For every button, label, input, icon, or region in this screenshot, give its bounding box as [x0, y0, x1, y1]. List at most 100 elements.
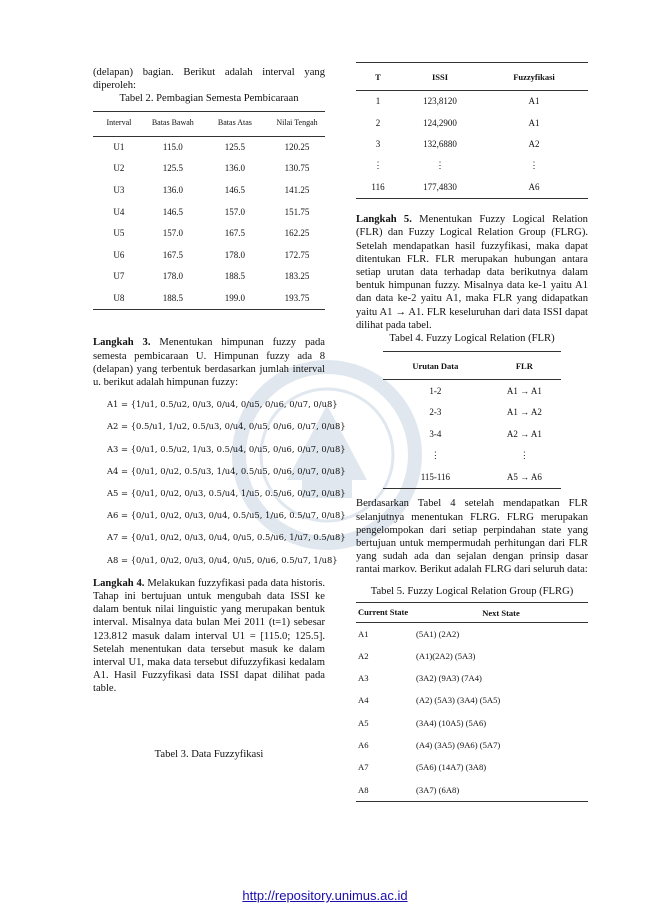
- left-column: (delapan) bagian. Berikut adalah interva…: [93, 66, 346, 761]
- table-cell: U1: [113, 141, 125, 152]
- table-cell: 177,4830: [400, 176, 480, 200]
- table-cell: ⋮: [435, 160, 445, 171]
- table-cell: 1: [375, 96, 381, 107]
- table-cell: A4: [358, 695, 369, 706]
- table-cell: A5 → A6: [487, 466, 561, 490]
- intro-text: (delapan) bagian. Berikut adalah interva…: [93, 67, 325, 92]
- table-cell: 125.5: [224, 141, 246, 152]
- table-row: A2(A1)(2A2) (5A3): [356, 645, 588, 667]
- table-cell: 1-2: [429, 385, 442, 396]
- step4-heading: Langkah 4.: [93, 577, 145, 589]
- table2-header: Interval: [93, 110, 145, 137]
- table-cell: 157.0: [224, 206, 246, 217]
- table-cell: ⋮: [430, 450, 440, 461]
- table-cell: (3A7) (6A8): [414, 779, 588, 803]
- table-cell: 188.5: [144, 287, 201, 311]
- table-cell: U7: [113, 271, 125, 282]
- repository-link[interactable]: http://repository.unimus.ac.id: [242, 888, 408, 903]
- table-cell: 2: [375, 117, 381, 128]
- step4-text: Melakukan fuzzyfikasi pada data historis…: [93, 577, 325, 695]
- step5-text: Menentukan Fuzzy Logical Relation (FLR) …: [356, 214, 588, 331]
- step5-heading: Langkah 5.: [356, 214, 412, 226]
- table-cell: 178.0: [224, 249, 246, 260]
- table-cell: A1 → A2: [506, 407, 542, 418]
- table-cell: A1: [358, 628, 369, 639]
- table-cell: A8: [356, 779, 414, 803]
- table-row: A7(5A6) (14A7) (3A8): [356, 757, 588, 779]
- table-cell: 146.5: [224, 184, 246, 195]
- table-cell: 146.5: [162, 206, 183, 217]
- table-cell: U5: [113, 228, 125, 239]
- table-cell: 193.75: [269, 287, 325, 311]
- table2-header: Batas Bawah: [144, 110, 201, 137]
- table3-caption: Tabel 3. Data Fuzzyfikasi: [154, 748, 264, 760]
- table-cell: 2-3: [429, 407, 442, 418]
- table-cell: 162.25: [284, 228, 310, 239]
- table-cell: 120.25: [284, 141, 310, 152]
- table-cell: A1: [528, 96, 540, 107]
- step5-paragraph: Langkah 5. Menentukan Fuzzy Logical Rela…: [356, 213, 588, 332]
- table-cell: (A1)(2A2) (5A3): [416, 650, 476, 661]
- step4-paragraph: Langkah 4. Melakukan fuzzyfikasi pada da…: [93, 577, 325, 696]
- university-watermark-logo: [232, 360, 422, 550]
- table4-caption: Tabel 4. Fuzzy Logical Relation (FLR): [389, 332, 555, 344]
- table-row: 2-3 A1 → A2: [383, 402, 561, 424]
- table4-header: Urutan Data: [383, 351, 488, 381]
- table-cell: (A4) (3A5) (9A6) (5A7): [416, 740, 501, 751]
- table3-header: ISSI: [400, 61, 480, 92]
- table-row: ⋮⋮: [383, 445, 561, 467]
- table-cell: 115.0: [162, 141, 183, 152]
- table-cell: 151.75: [284, 206, 310, 217]
- table-cell: 172.75: [284, 249, 310, 260]
- table-cell: A2: [528, 139, 540, 150]
- table-cell: A2 → A1: [506, 428, 542, 439]
- table4-header: FLR: [487, 351, 561, 381]
- table-cell: (3A4) (10A5) (5A6): [416, 717, 487, 728]
- table-cell: U6: [113, 249, 125, 260]
- table-cell: 123,8120: [423, 96, 457, 107]
- table-cell: U3: [113, 184, 125, 195]
- table-cell: ⋮: [373, 160, 383, 171]
- table-row: 3-4 A2 → A1: [383, 424, 561, 446]
- table-cell: A3: [358, 673, 369, 684]
- fuzzy-set-equation: A6 = {0/u1, 0/u2, 0/u3, 0/u4, 0.5/u5, 1/…: [107, 510, 346, 521]
- table-cell: 116: [356, 176, 400, 200]
- table2-semesta: Interval Batas Bawah Batas Atas Nilai Te…: [93, 110, 325, 311]
- fuzzy-set-equation: A5 = {0/u1, 0/u2, 0/u3, 0.5/u4, 1/u5, 0.…: [107, 487, 346, 498]
- table2-header: Batas Atas: [200, 110, 269, 137]
- fuzzy-set-equation: A2 = {0.5/u1, 1/u2, 0.5/u3, 0/u4, 0/u5, …: [107, 421, 346, 432]
- table-cell: 157.0: [162, 228, 183, 239]
- table-cell: 141.25: [284, 184, 310, 195]
- step3-text: Menentukan himpunan fuzzy pada semesta p…: [93, 337, 326, 388]
- table-row: 1 123,8120 A1: [356, 91, 588, 113]
- table-cell: (5A1) (2A2): [416, 628, 460, 639]
- table-cell: (3A2) (9A3) (7A4): [416, 673, 482, 684]
- table-row: A6(A4) (3A5) (9A6) (5A7): [356, 734, 588, 756]
- fuzzy-set-equation: A8 = {0/u1, 0/u2, 0/u3, 0/u4, 0/u5, 0/u6…: [107, 554, 338, 565]
- fuzzy-set-equation: A1 = {1/u1, 0.5/u2, 0/u3, 0/u4, 0/u5, 0/…: [107, 399, 338, 410]
- table-cell: 124,2900: [423, 117, 457, 128]
- table5-flrg: Current State Next State A1(5A1) (2A2)A2…: [356, 601, 588, 803]
- table-cell: A5: [358, 717, 369, 728]
- table-row: A4(A2) (5A3) (3A4) (5A5): [356, 690, 588, 712]
- table-cell: U8: [93, 287, 145, 311]
- table-row: A5 (3A4) (10A5) (5A6): [356, 712, 588, 734]
- table-row: A1 (5A1) (2A2): [356, 622, 588, 645]
- table-cell: 115-116: [383, 466, 488, 490]
- table-cell: U4: [113, 206, 125, 217]
- table-row: A8(3A7) (6A8): [356, 779, 588, 803]
- table-cell: 125.5: [162, 163, 183, 174]
- table-cell: 3-4: [429, 428, 442, 439]
- table-cell: 183.25: [284, 271, 310, 282]
- table-cell: 178.0: [162, 271, 183, 282]
- table-cell: 130.75: [284, 163, 310, 174]
